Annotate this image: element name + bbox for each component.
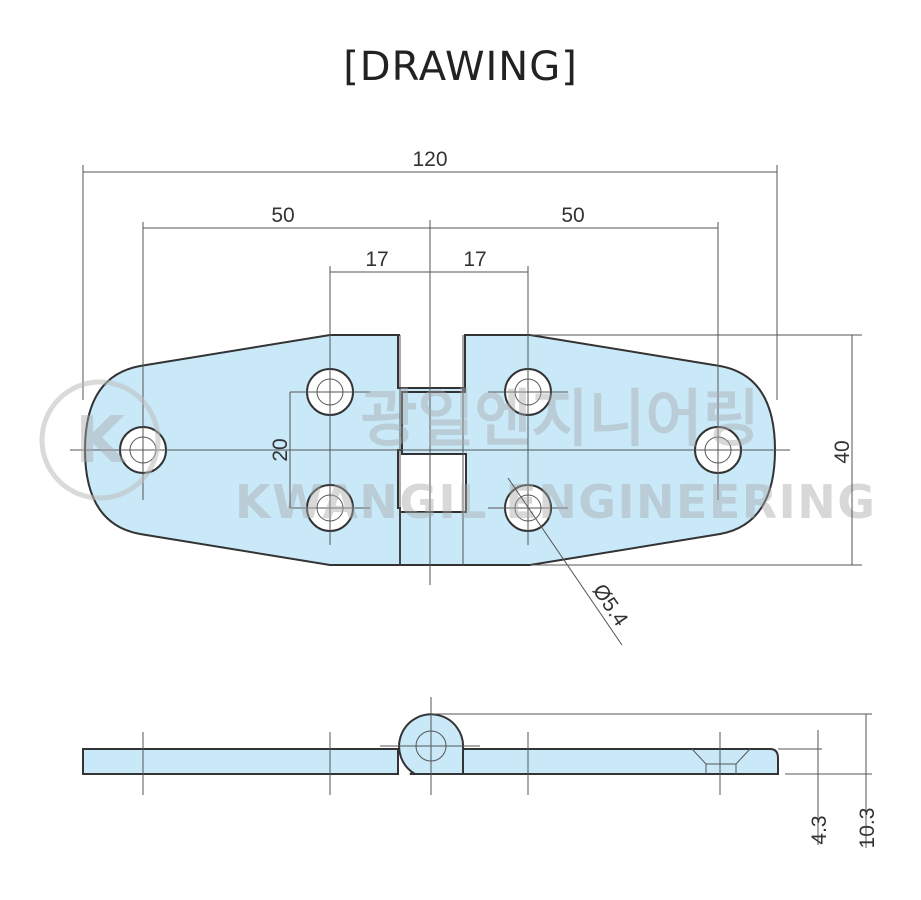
dim-total-height: 10.3: [856, 808, 879, 849]
watermark-logo-letter: K: [75, 404, 127, 478]
dim-inner-right: 17: [463, 248, 486, 271]
dim-overall-length: 120: [412, 148, 447, 171]
drawing-title: [DRAWING]: [343, 44, 578, 90]
center-lines: [70, 165, 862, 585]
side-plate: [82, 748, 779, 775]
dim-hole-span-left: 50: [271, 204, 294, 227]
watermark-english: KWANGIL ENGINEERING: [235, 475, 875, 529]
dim-hole-span-right: 50: [561, 204, 584, 227]
dim-hole-pitch: 20: [269, 438, 292, 461]
hinge-side-view: [82, 697, 872, 848]
watermark-korean: 광일엔지니어링: [360, 382, 759, 455]
dimensions: [83, 171, 853, 646]
hinge-top-view: [70, 165, 862, 585]
dim-plate-thickness: 4.3: [808, 815, 831, 844]
dim-width: 40: [831, 440, 854, 463]
dim-inner-left: 17: [365, 248, 388, 271]
watermark: K 광일엔지니어링 KWANGIL ENGINEERING: [39, 379, 875, 529]
